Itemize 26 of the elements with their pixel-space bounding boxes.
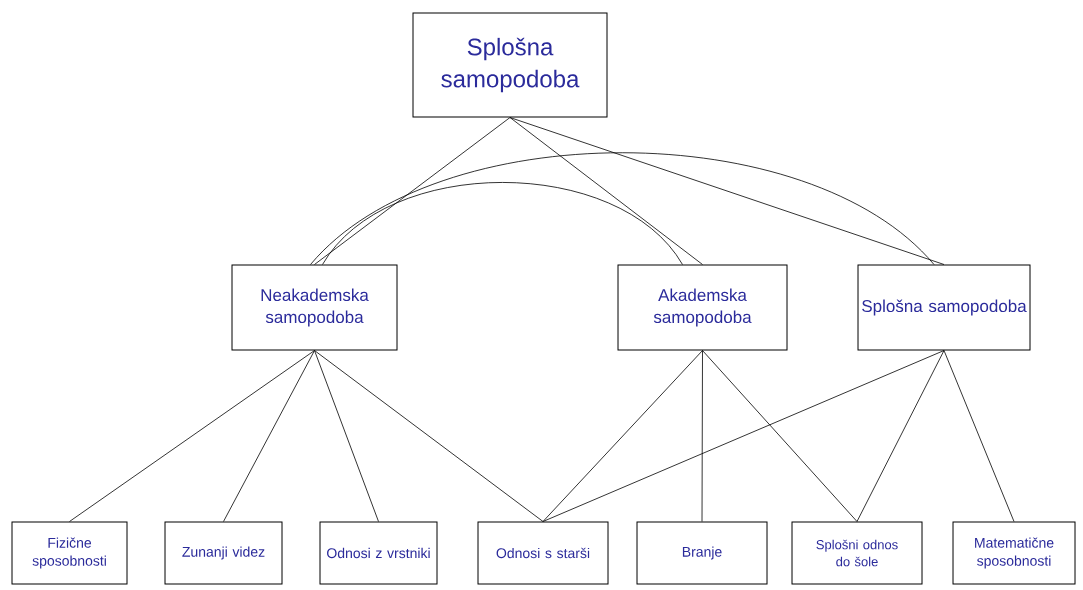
facet-box: Odnosi z vrstniki <box>319 521 438 585</box>
connector-line <box>223 350 315 522</box>
facet-box: Branje <box>636 521 768 585</box>
connector-line <box>509 117 703 265</box>
category-box: Akademska samopodoba <box>617 264 788 351</box>
category-box: Splošna samopodoba <box>857 264 1031 351</box>
connector-line <box>314 350 544 522</box>
connector-line <box>69 350 315 522</box>
facet-box: Matematične sposobnosti <box>952 521 1076 585</box>
connector-line <box>542 350 703 522</box>
connector-line <box>310 152 935 265</box>
facet-box: Fizične sposobnosti <box>11 521 128 585</box>
top-box: Splošna samopodoba <box>412 12 608 118</box>
facet-box: Splošni odnos do šole <box>791 521 923 585</box>
connector-line <box>702 350 858 522</box>
facet-box: Odnosi s starši <box>477 521 609 585</box>
connector-line <box>542 350 945 522</box>
connector-line <box>856 350 945 522</box>
connector-line <box>314 117 511 265</box>
connector-line <box>943 350 1015 522</box>
connector-line <box>509 117 945 265</box>
connector-line <box>314 350 379 522</box>
connector-line <box>322 182 683 265</box>
category-box: Neakademska samopodoba <box>231 264 398 351</box>
connector-line <box>701 350 703 522</box>
facet-box: Zunanji videz <box>164 521 283 585</box>
